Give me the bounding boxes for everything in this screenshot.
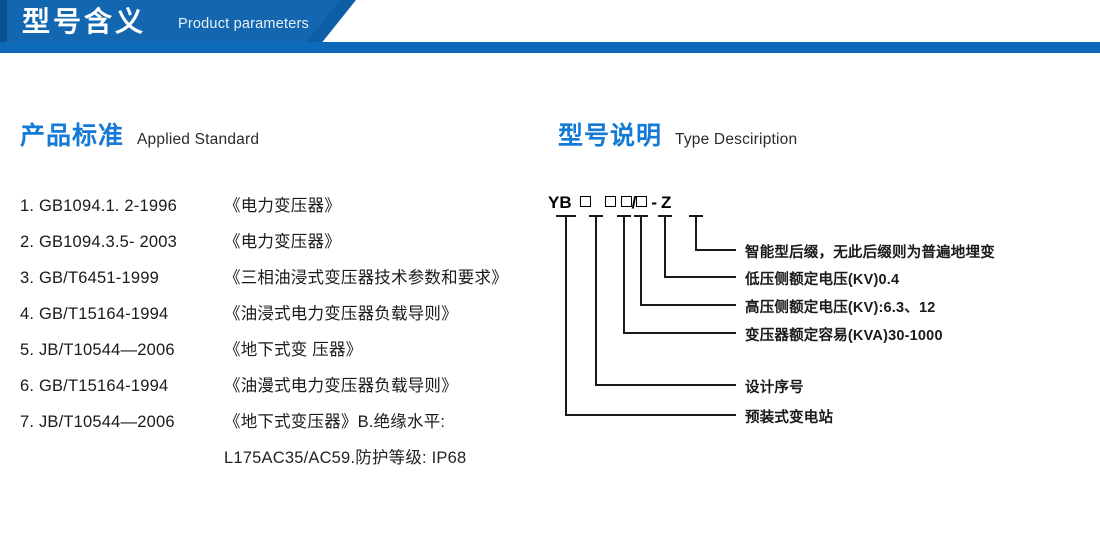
standard-row: 2. GB1094.3.5- 2003 《电力变压器》: [20, 228, 540, 264]
code-segment-slash: /: [631, 193, 637, 212]
type-code-diagram: YB/-Z 智能型后缀，无此后缀则为普遍地埋变 低压侧额定电压(KV): [548, 193, 1088, 433]
standard-continuation-line: L175AC35/AC59.防护等级: IP68: [224, 449, 467, 467]
standard-name: 《电力变压器》: [224, 197, 341, 215]
applied-standard-heading: 产品标准 Applied Standard: [20, 116, 259, 152]
callout-label-capacity: 变压器额定容易(KVA)30-1000: [745, 328, 943, 344]
standard-row: 6. GB/T15164-1994 《油漫式电力变压器负载导则》: [20, 372, 540, 408]
banner-title: 型号含义: [22, 6, 147, 37]
code-segment-yb: YB: [548, 193, 572, 212]
standard-name: 《油浸式电力变压器负载导则》: [224, 305, 458, 323]
standard-name: 《电力变压器》: [224, 233, 341, 251]
applied-standard-heading-cn: 产品标准: [20, 122, 125, 150]
standard-code: 4. GB/T15164-1994: [20, 305, 169, 323]
type-description-heading-en: Type Desciription: [675, 131, 798, 148]
code-box-3: [620, 196, 632, 207]
code-segment-dash: -: [651, 193, 658, 212]
leader-lines: [556, 215, 736, 416]
page-banner: 型号含义 Product parameters: [0, 0, 1100, 53]
standard-code: 3. GB/T6451-1999: [20, 269, 159, 287]
leader-substation: [565, 216, 736, 416]
standard-row: 1. GB1094.1. 2-1996 《电力变压器》: [20, 192, 540, 228]
standard-name: 《三相油浸式变压器技术参数和要求》: [224, 269, 508, 287]
callout-label-substation: 预装式变电站: [745, 410, 834, 426]
standard-row: 5. JB/T10544—2006 《地下式变 压器》: [20, 336, 540, 372]
standard-code: 6. GB/T15164-1994: [20, 377, 169, 395]
callout-label-design-serial: 设计序号: [745, 380, 804, 396]
standard-code: 5. JB/T10544—2006: [20, 341, 175, 359]
model-code-row: YB /-Z: [548, 193, 671, 213]
standard-code: 1. GB1094.1. 2-1996: [20, 197, 177, 215]
leader-suffix: [695, 216, 736, 251]
leader-lv-voltage: [664, 216, 736, 278]
leader-design-serial: [595, 216, 736, 386]
callout-label-hv-voltage: 高压侧额定电压(KV):6.3、12: [745, 300, 936, 316]
standard-name: 《油漫式电力变压器负载导则》: [224, 377, 458, 395]
standard-row: 3. GB/T6451-1999 《三相油浸式变压器技术参数和要求》: [20, 264, 540, 300]
banner-subtitle: Product parameters: [178, 16, 309, 32]
applied-standard-heading-en: Applied Standard: [137, 131, 260, 148]
code-segment-z: Z: [661, 193, 672, 212]
leader-hv-voltage: [640, 216, 736, 306]
standard-code: 7. JB/T10544—2006: [20, 413, 175, 431]
standard-row: 4. GB/T15164-1994 《油浸式电力变压器负载导则》: [20, 300, 540, 336]
code-box-4: [636, 196, 648, 207]
banner-left-edge: [0, 0, 7, 45]
standard-code: 2. GB1094.3.5- 2003: [20, 233, 177, 251]
callout-label-suffix: 智能型后缀，无此后缀则为普遍地埋变: [745, 245, 995, 261]
standard-row: 7. JB/T10544—2006 《地下式变压器》B.绝缘水平:: [20, 408, 540, 444]
banner-light-shape: [0, 0, 340, 45]
code-box-2: [604, 196, 616, 207]
leader-capacity: [623, 216, 736, 334]
standards-list: 1. GB1094.1. 2-1996 《电力变压器》 2. GB1094.3.…: [20, 192, 540, 480]
type-description-heading-cn: 型号说明: [558, 122, 663, 150]
banner-bottom-bar: [0, 42, 1100, 53]
standard-name: 《地下式变 压器》: [224, 341, 363, 359]
standard-name: 《地下式变压器》B.绝缘水平:: [224, 413, 446, 431]
callout-label-lv-voltage: 低压侧额定电压(KV)0.4: [745, 272, 900, 288]
code-box-1: [579, 196, 591, 207]
type-description-heading: 型号说明 Type Desciription: [558, 116, 797, 152]
